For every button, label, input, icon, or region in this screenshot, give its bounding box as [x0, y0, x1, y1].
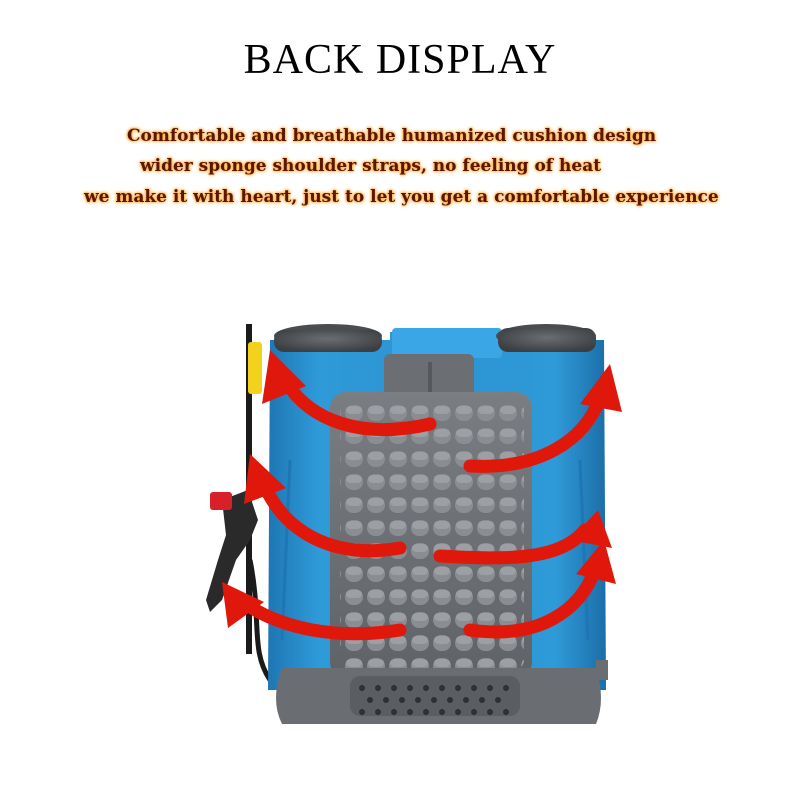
hose: [247, 559, 273, 682]
red-trigger: [210, 492, 232, 510]
trigger-handle: [206, 490, 258, 612]
arrow-left-middle: [255, 473, 407, 558]
tank-caps: [274, 324, 596, 352]
arrow-right-top: [463, 391, 607, 473]
description-line-2: wider sponge shoulder straps, no feeling…: [140, 156, 602, 176]
page-title: BACK DISPLAY: [243, 37, 557, 83]
arrow-left-bottom: [233, 593, 407, 641]
tank-base: [276, 660, 608, 724]
arrow-left-top: [279, 375, 437, 437]
right-cap: [498, 328, 596, 352]
description-line-3: we make it with heart, just to let you g…: [84, 187, 719, 207]
spray-lance: [206, 324, 273, 682]
arrow-heads: [222, 350, 622, 628]
tank-handle: [392, 328, 502, 358]
left-cap: [274, 330, 382, 352]
lance-yellow-clip: [248, 342, 262, 394]
arrow-right-bottom: [463, 563, 602, 639]
description-line-1: Comfortable and breathable humanized cus…: [127, 126, 657, 146]
